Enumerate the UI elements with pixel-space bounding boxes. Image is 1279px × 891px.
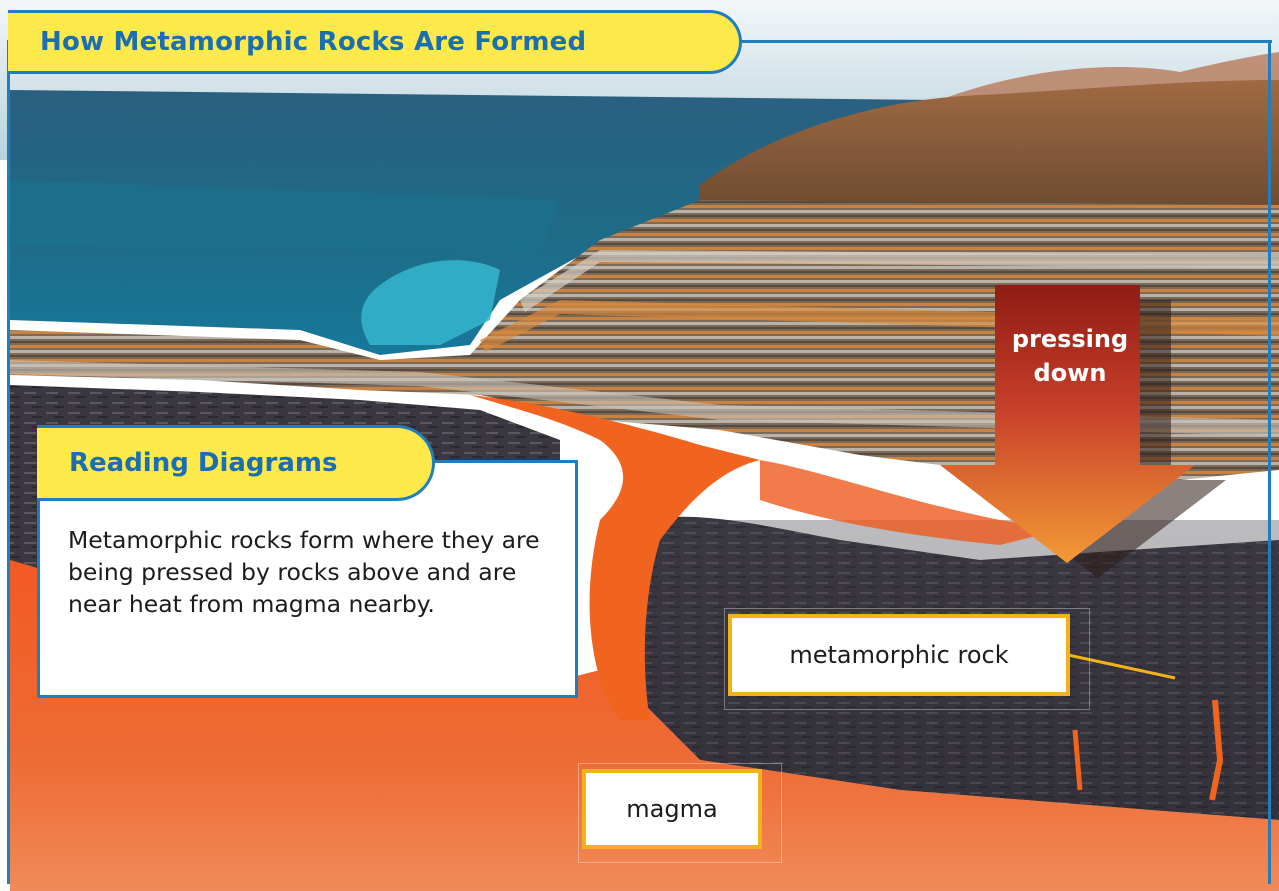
title-banner: How Metamorphic Rocks Are Formed — [8, 10, 742, 74]
magma-label: magma — [582, 769, 762, 849]
reading-diagrams-text: Metamorphic rocks form where they are be… — [68, 524, 568, 620]
page-title: How Metamorphic Rocks Are Formed — [40, 27, 586, 57]
metamorphic-rock-label: metamorphic rock — [728, 614, 1070, 696]
reading-diagrams-tab: Reading Diagrams — [37, 425, 435, 501]
title-rule — [740, 40, 1272, 43]
reading-diagrams-heading: Reading Diagrams — [69, 448, 337, 478]
arrow-label: pressing down — [995, 322, 1145, 390]
